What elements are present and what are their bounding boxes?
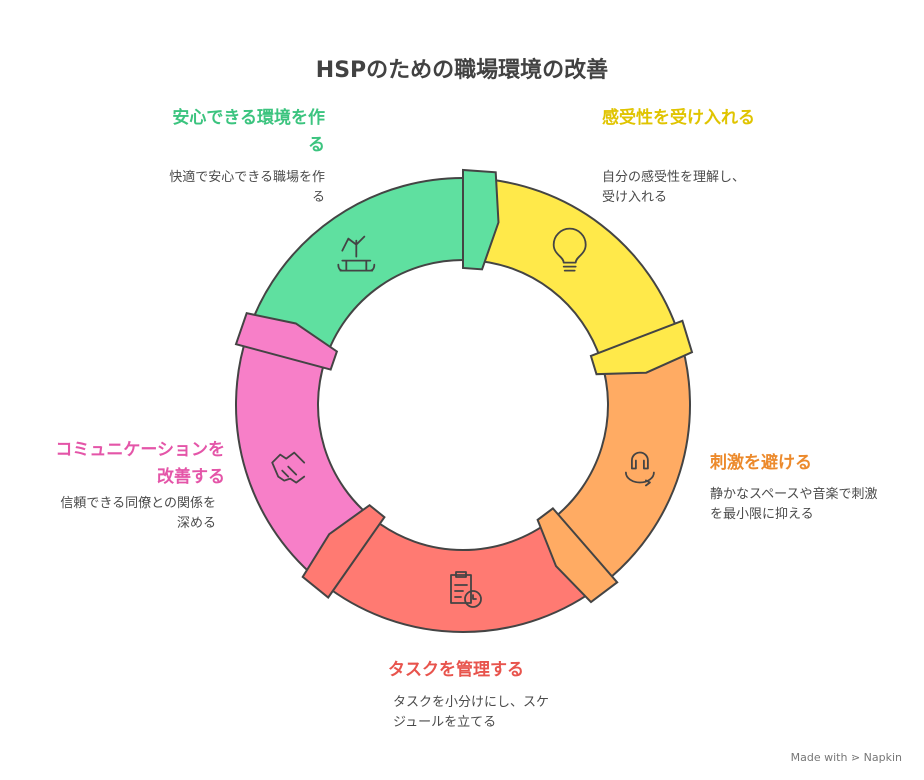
connector-arrow-improve-communication: [234, 312, 339, 371]
step-desc-accept-sensitivity: 自分の感受性を理解し、受け入れる: [602, 170, 746, 205]
connector-arrow-safe-environment: [462, 168, 500, 271]
handshake-icon: [271, 451, 306, 484]
connector-arrow-avoid-stimuli: [536, 507, 619, 604]
page-title: HSPのための職場環境の改善: [315, 58, 609, 83]
step-desc-improve-communication: 信頼できる同僚との関係を深める: [60, 496, 216, 531]
picnic-table-icon: [337, 235, 376, 272]
step-desc-manage-tasks: タスクを小分けにし、スケジュールを立てる: [393, 695, 550, 730]
step-desc-safe-environment: 快適で安心できる職場を作る: [169, 170, 325, 205]
step-desc-avoid-stimuli: 静かなスペースや音楽で刺激を最小限に抑える: [710, 487, 878, 522]
step-label-avoid-stimuli: 刺激を避ける: [710, 453, 812, 473]
connector-arrow-manage-tasks: [301, 503, 386, 599]
step-label-accept-sensitivity: 感受性を受け入れる: [602, 108, 755, 128]
napkin-watermark: Made with ⋗ Napkin: [790, 751, 902, 764]
step-label-improve-communication: コミュニケーションを改善する: [55, 440, 225, 487]
step-label-safe-environment: 安心できる環境を作る: [172, 108, 325, 155]
clipboard-clock-icon: [450, 571, 482, 608]
step-label-manage-tasks: タスクを管理する: [388, 660, 524, 680]
headphones-cycle-icon: [624, 451, 655, 487]
lightbulb-icon: [552, 227, 587, 272]
connector-arrow-accept-sensitivity: [589, 319, 694, 376]
